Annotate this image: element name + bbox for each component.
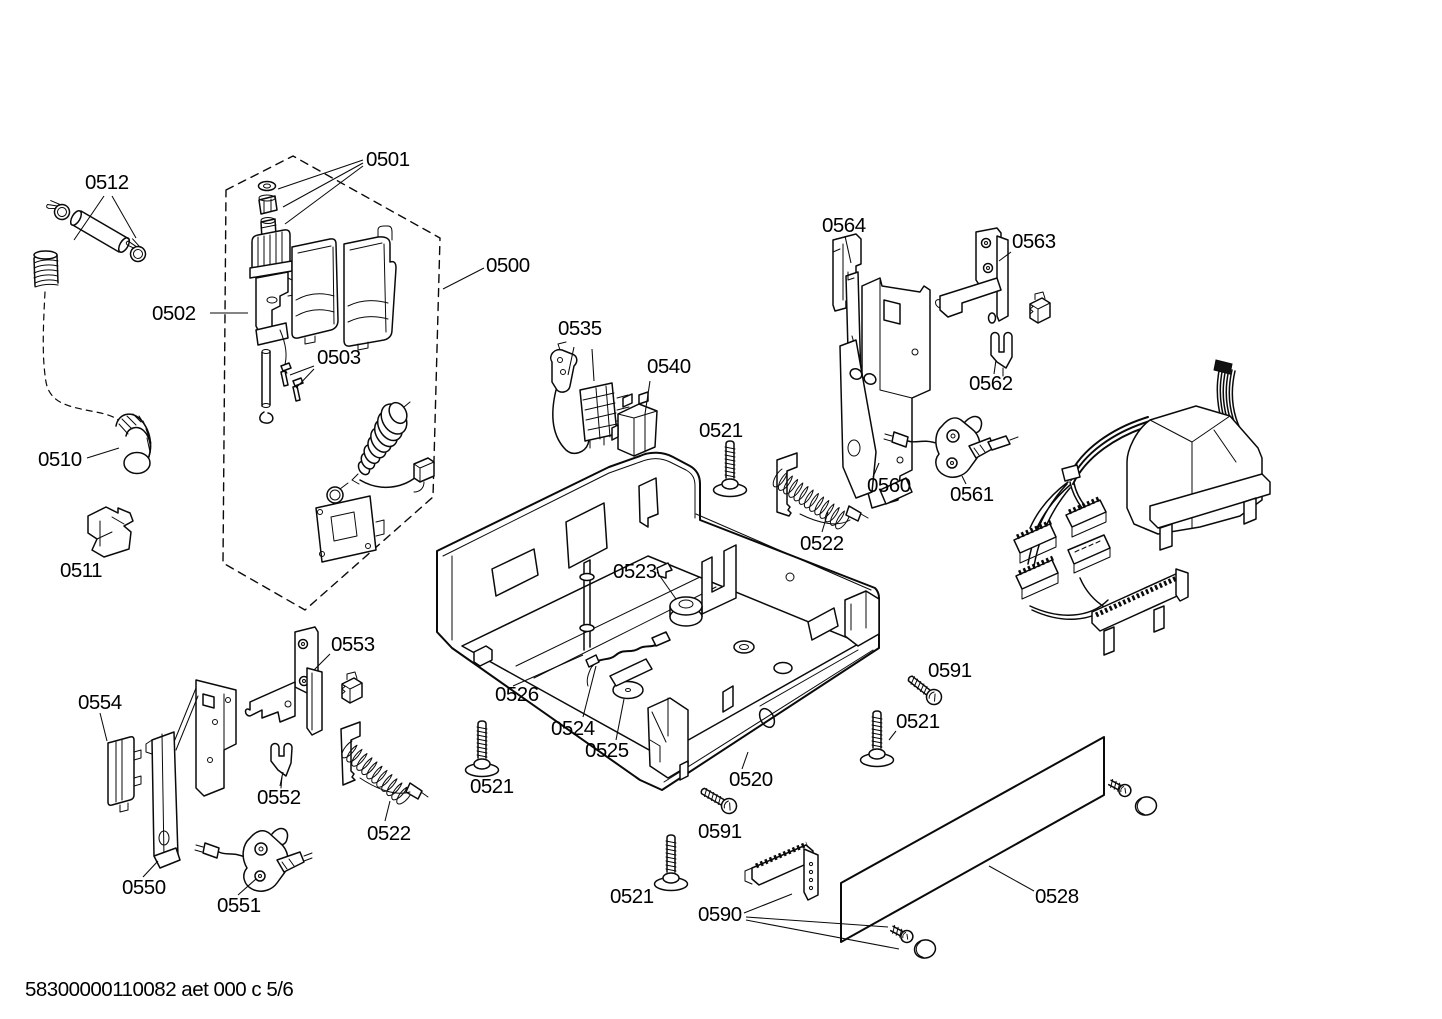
part-pins-0503 — [280, 362, 304, 402]
part-label-0521: 0521 — [896, 710, 940, 733]
part-label-0561: 0561 — [950, 483, 994, 506]
part-label-0562: 0562 — [969, 372, 1013, 395]
part-label-0502: 0502 — [152, 302, 196, 325]
part-actuator-0551 — [194, 827, 313, 892]
part-label-0526: 0526 — [495, 683, 539, 706]
part-wiring-harness — [1013, 359, 1271, 656]
part-label-0564: 0564 — [822, 214, 866, 237]
part-fittings-0501 — [257, 180, 278, 240]
part-bracket-0550 — [145, 679, 237, 869]
doc-code: 58300000110082 aet 000 c 5/6 — [25, 978, 293, 1001]
part-panel-0554 — [107, 736, 142, 813]
part-hose-0512 — [44, 195, 149, 264]
part-panel-0528 — [840, 736, 1105, 943]
part-label-0590: 0590 — [698, 903, 742, 926]
part-base-pan-0520 — [436, 451, 880, 791]
part-label-0550: 0550 — [122, 876, 166, 899]
part-cone-hose — [326, 401, 435, 504]
part-mounting-plate — [315, 495, 385, 563]
part-label-0503: 0503 — [317, 346, 361, 369]
cap-nub — [912, 937, 938, 961]
part-label-0552: 0552 — [257, 786, 301, 809]
part-label-0521: 0521 — [610, 885, 654, 908]
part-connector-0540 — [611, 391, 658, 457]
cap-nub — [1133, 794, 1159, 818]
part-label-0525: 0525 — [585, 739, 629, 762]
part-label-0512: 0512 — [85, 171, 129, 194]
part-hose-0510 — [33, 250, 152, 475]
part-label-0563: 0563 — [1012, 230, 1056, 253]
part-label-0551: 0551 — [217, 894, 261, 917]
part-spring-0522-left — [340, 721, 429, 805]
part-label-0522: 0522 — [367, 822, 411, 845]
part-label-0523: 0523 — [613, 560, 657, 583]
part-bracket-0563 — [935, 227, 1009, 324]
part-valve-body — [249, 229, 301, 424]
part-clip-0562 — [990, 331, 1013, 377]
connector — [1015, 555, 1059, 600]
part-label-0554: 0554 — [78, 691, 122, 714]
leveling-screw — [464, 720, 500, 778]
harness-rail — [1091, 568, 1189, 656]
part-label-0591: 0591 — [928, 659, 972, 682]
clip-cube-icon — [341, 671, 363, 704]
part-labels: 0512 0501 0500 0502 0503 0535 0540 0564 … — [38, 148, 1079, 926]
connector — [1067, 534, 1111, 574]
part-label-0522: 0522 — [800, 532, 844, 555]
part-bracket-0560 — [839, 271, 931, 509]
clip-cube-icon — [1029, 291, 1051, 324]
assembly-boundary-0500 — [222, 155, 441, 611]
hose-clamp-icon — [122, 237, 149, 264]
part-label-0521: 0521 — [470, 775, 514, 798]
part-label-0524: 0524 — [551, 717, 595, 740]
leveling-screw — [653, 834, 689, 892]
part-clip-0511 — [87, 506, 134, 558]
part-label-0510: 0510 — [38, 448, 82, 471]
part-housing-shells — [291, 225, 397, 351]
part-actuator-0561 — [883, 415, 1019, 478]
part-rail-0590 — [744, 841, 819, 901]
disc-0525 — [612, 680, 644, 700]
part-label-0501: 0501 — [366, 148, 410, 171]
wire-0524 — [585, 631, 671, 687]
panel-screw — [1106, 776, 1134, 800]
leveling-screw — [859, 710, 895, 768]
part-label-0528: 0528 — [1035, 885, 1079, 908]
part-label-0553: 0553 — [331, 633, 375, 656]
hose-clamp-icon — [44, 195, 72, 224]
panel-screw — [888, 922, 916, 946]
leveling-screw — [712, 440, 748, 498]
part-label-0520: 0520 — [729, 768, 773, 791]
part-inlet-valve-0502 — [249, 180, 435, 563]
part-spring-0522-right — [772, 452, 869, 530]
part-plug-0535 — [550, 341, 630, 455]
part-label-0535: 0535 — [558, 317, 602, 340]
part-label-0500: 0500 — [486, 254, 530, 277]
leader-lines — [73, 159, 1035, 950]
part-label-0540: 0540 — [647, 355, 691, 378]
connector — [1013, 519, 1057, 564]
part-label-0511: 0511 — [60, 559, 102, 582]
connector — [1065, 495, 1107, 538]
part-label-0591: 0591 — [698, 820, 742, 843]
part-bracket-0553 — [244, 626, 323, 736]
part-label-0521: 0521 — [699, 419, 743, 442]
grommet — [733, 640, 755, 654]
part-label-0560: 0560 — [867, 474, 911, 497]
